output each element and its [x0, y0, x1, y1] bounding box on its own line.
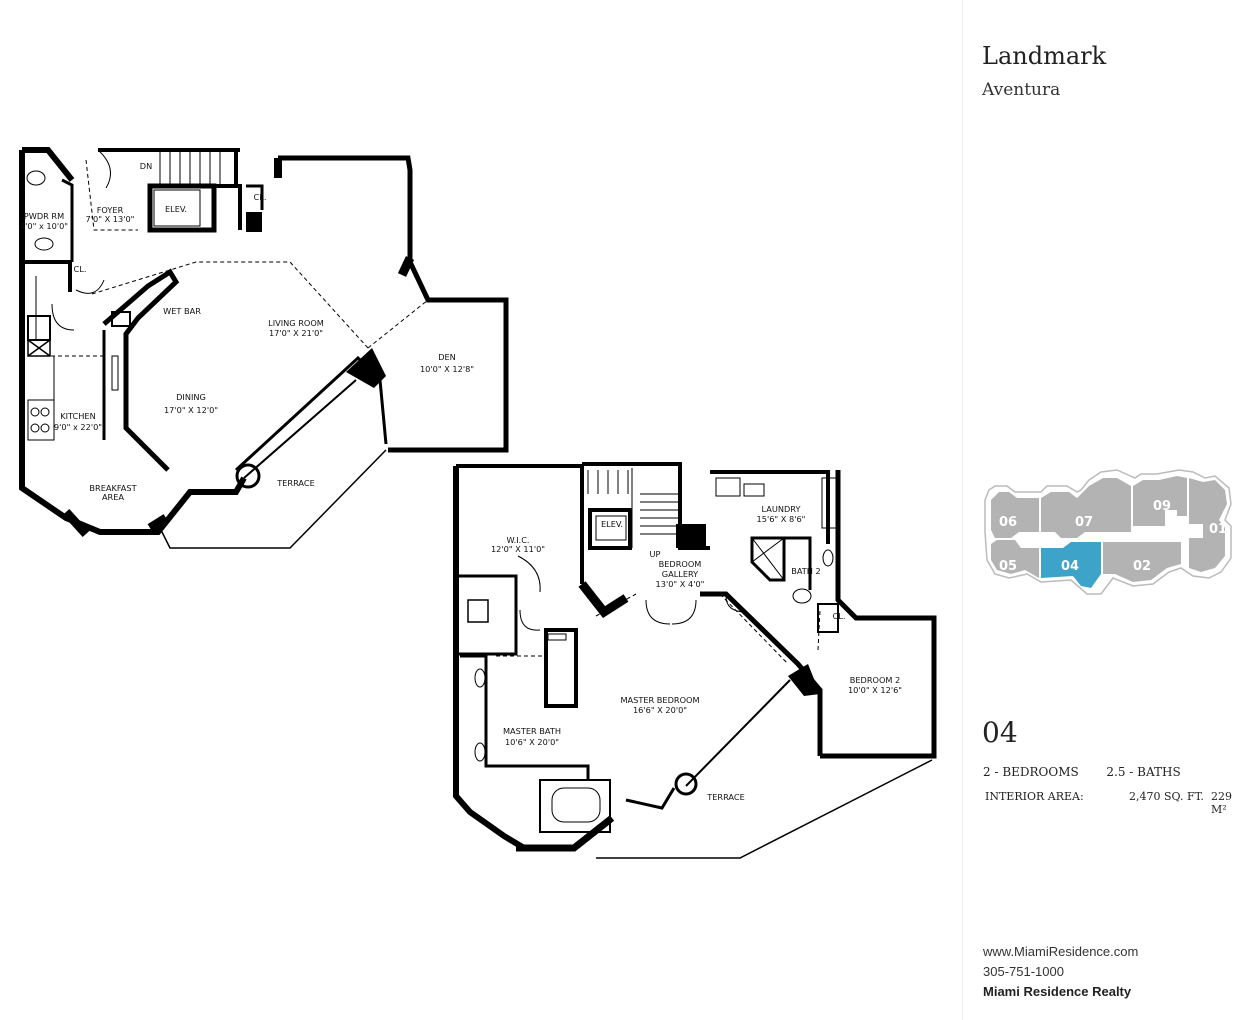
- interior-area-sqft: 2,470 SQ. FT.: [1129, 790, 1204, 803]
- key-label-04: 04: [1061, 559, 1079, 574]
- unit-number: 04: [982, 716, 1018, 749]
- floor-plan: PWDR RM 4'0" x 10'0" FOYER 7'0" X 13'0" …: [19, 147, 937, 859]
- room-dims-living: 17'0" X 21'0": [269, 328, 323, 338]
- room-label-den: DEN: [438, 352, 456, 362]
- contact-block: www.MiamiResidence.com 305-751-1000 Miam…: [983, 942, 1138, 1002]
- room-label-pwdr: PWDR RM: [24, 211, 64, 221]
- key-label-09: 09: [1153, 499, 1171, 514]
- key-label-07: 07: [1075, 515, 1093, 530]
- room-dims-wic: 12'0" X 11'0": [491, 544, 545, 554]
- key-unit-04: [1041, 542, 1101, 588]
- room-dims-foyer: 7'0" X 13'0": [86, 214, 135, 224]
- key-unit-02: [1103, 542, 1181, 582]
- bedrooms-count: 2 - BEDROOMS: [983, 765, 1079, 779]
- room-label-wetbar: WET BAR: [163, 306, 201, 316]
- key-unit-05: [991, 540, 1039, 578]
- baths-count: 2.5 - BATHS: [1106, 765, 1181, 779]
- building-name: Landmark: [982, 42, 1107, 70]
- room-label-bedroom2: BEDROOM 2: [850, 675, 901, 685]
- key-label-01: 01: [1209, 522, 1227, 537]
- room-dims-gallery: 13'0" X 4'0": [656, 579, 705, 589]
- room-label-gallery: BEDROOM: [659, 559, 702, 569]
- key-unit-09: [1133, 476, 1187, 526]
- room-dims-pwdr: 4'0" x 10'0": [20, 221, 68, 231]
- closet-label-upper-2: CL.: [74, 264, 87, 274]
- room-label-wic: W.I.C.: [506, 535, 529, 545]
- lower-floor-labels: W.I.C. 12'0" X 11'0" ELEV. BEDROOM GALLE…: [491, 504, 902, 802]
- upper-floor: [19, 147, 509, 549]
- realty-brand: Miami Residence Realty: [983, 984, 1132, 999]
- room-dims-dining: 17'0" X 12'0": [164, 405, 218, 415]
- room-label-masterbath: MASTER BATH: [503, 726, 561, 736]
- closet-label-lower: CL.: [833, 611, 846, 621]
- key-unit-07: [1041, 478, 1131, 538]
- room-dims-kitchen: 9'0" x 22'0": [54, 422, 102, 432]
- room-label-bath2: BATH 2: [791, 566, 821, 576]
- key-unit-01: [1189, 478, 1227, 572]
- lower-floor: [453, 462, 937, 859]
- room-label-terrace-upper: TERRACE: [276, 478, 315, 488]
- room-label-laundry: LAUNDRY: [762, 504, 802, 514]
- room-dims-breakfast: AREA: [102, 492, 124, 502]
- key-label-02: 02: [1133, 559, 1151, 574]
- room-dims-den: 10'0" X 12'8": [420, 364, 474, 374]
- room-label-elev-lower: ELEV.: [601, 519, 623, 529]
- key-plan: 06 07 09 01 05 04 02: [984, 469, 1232, 595]
- room-dims-bedroom2: 10'0" X 12'6": [848, 685, 902, 695]
- room-label-kitchen: KITCHEN: [60, 411, 95, 421]
- key-label-05: 05: [999, 559, 1017, 574]
- room-label-living: LIVING ROOM: [268, 318, 324, 328]
- room-label-foyer: FOYER: [97, 205, 124, 215]
- stair-dn-label: DN: [140, 161, 152, 171]
- closet-label-upper-1: CL.: [254, 192, 267, 202]
- interior-area-m2: 229 M²: [1211, 790, 1232, 816]
- room-label-dining: DINING: [176, 392, 206, 402]
- key-label-06: 06: [999, 515, 1017, 530]
- website-link[interactable]: www.MiamiResidence.com: [983, 944, 1139, 959]
- room-label-elev-upper: ELEV.: [165, 204, 187, 214]
- room-dims-master: 16'6" X 20'0": [633, 705, 687, 715]
- key-unit-06: [991, 492, 1039, 538]
- info-sidebar: Landmark Aventura 06 07 09 01 05 04 02 0…: [962, 0, 1256, 1020]
- room-label-terrace-lower: TERRACE: [706, 792, 745, 802]
- room-label-master: MASTER BEDROOM: [620, 695, 699, 705]
- room-dims-laundry: 15'6" X 8'6": [757, 514, 806, 524]
- upper-floor-labels: PWDR RM 4'0" x 10'0" FOYER 7'0" X 13'0" …: [20, 161, 474, 502]
- building-location: Aventura: [982, 80, 1061, 100]
- room-dims-masterbath: 10'6" X 20'0": [505, 737, 559, 747]
- unit-specs: 2 - BEDROOMS 2.5 - BATHS: [983, 765, 1181, 779]
- interior-area-label: INTERIOR AREA:: [985, 790, 1084, 803]
- room-label-breakfast: BREAKFAST: [89, 483, 137, 493]
- stair-up-label: UP: [650, 549, 661, 559]
- room-label-gallery-2: GALLERY: [662, 569, 699, 579]
- phone-number[interactable]: 305-751-1000: [983, 964, 1064, 979]
